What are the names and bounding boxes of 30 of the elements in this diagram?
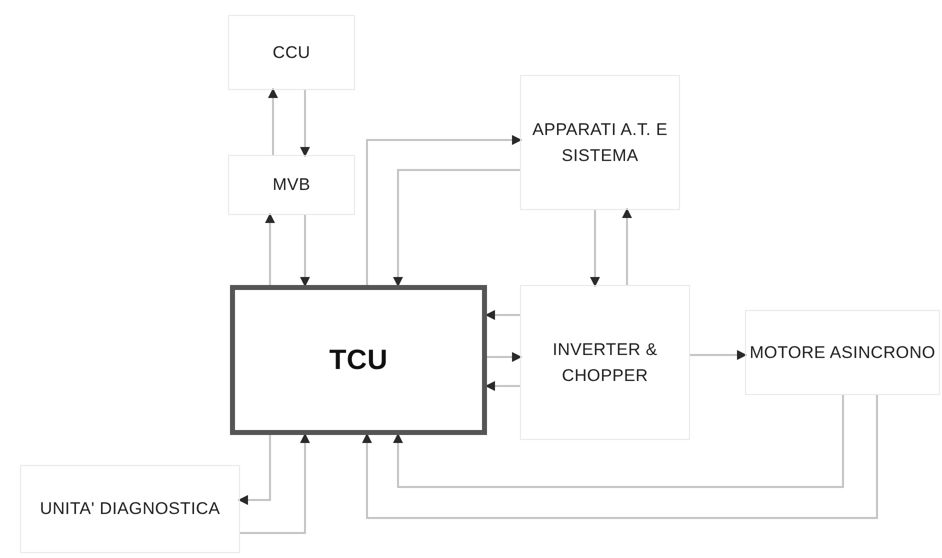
control-unit-box <box>230 285 487 435</box>
arrow <box>238 435 271 505</box>
unit-box <box>228 155 355 215</box>
node-label: APPARATI A.T. E SISTEMA <box>531 119 669 166</box>
arrow <box>393 395 844 488</box>
arrow <box>622 208 632 285</box>
unit-box <box>228 15 355 90</box>
unit-box <box>520 285 690 440</box>
arrow <box>240 433 310 534</box>
unit-box <box>520 75 680 210</box>
arrow <box>366 135 522 285</box>
arrow <box>265 213 275 285</box>
arrow <box>690 350 747 360</box>
arrow <box>362 395 878 519</box>
node-label: MVB <box>272 174 310 196</box>
arrow <box>300 90 310 157</box>
arrow <box>393 169 520 287</box>
node-label: CCU <box>272 42 310 64</box>
arrow <box>590 210 600 287</box>
node-label: TCU <box>329 343 388 377</box>
node-label: INVERTER & CHOPPER <box>552 339 658 386</box>
unit-box <box>20 465 240 553</box>
arrow <box>300 215 310 287</box>
arrow <box>487 352 522 362</box>
node-label: MOTORE ASINCRONO <box>750 342 936 364</box>
arrow <box>485 310 520 320</box>
unit-box <box>745 310 940 395</box>
arrow <box>485 381 520 391</box>
node-label: UNITA' DIAGNOSTICA <box>40 498 220 520</box>
arrow <box>268 88 278 155</box>
